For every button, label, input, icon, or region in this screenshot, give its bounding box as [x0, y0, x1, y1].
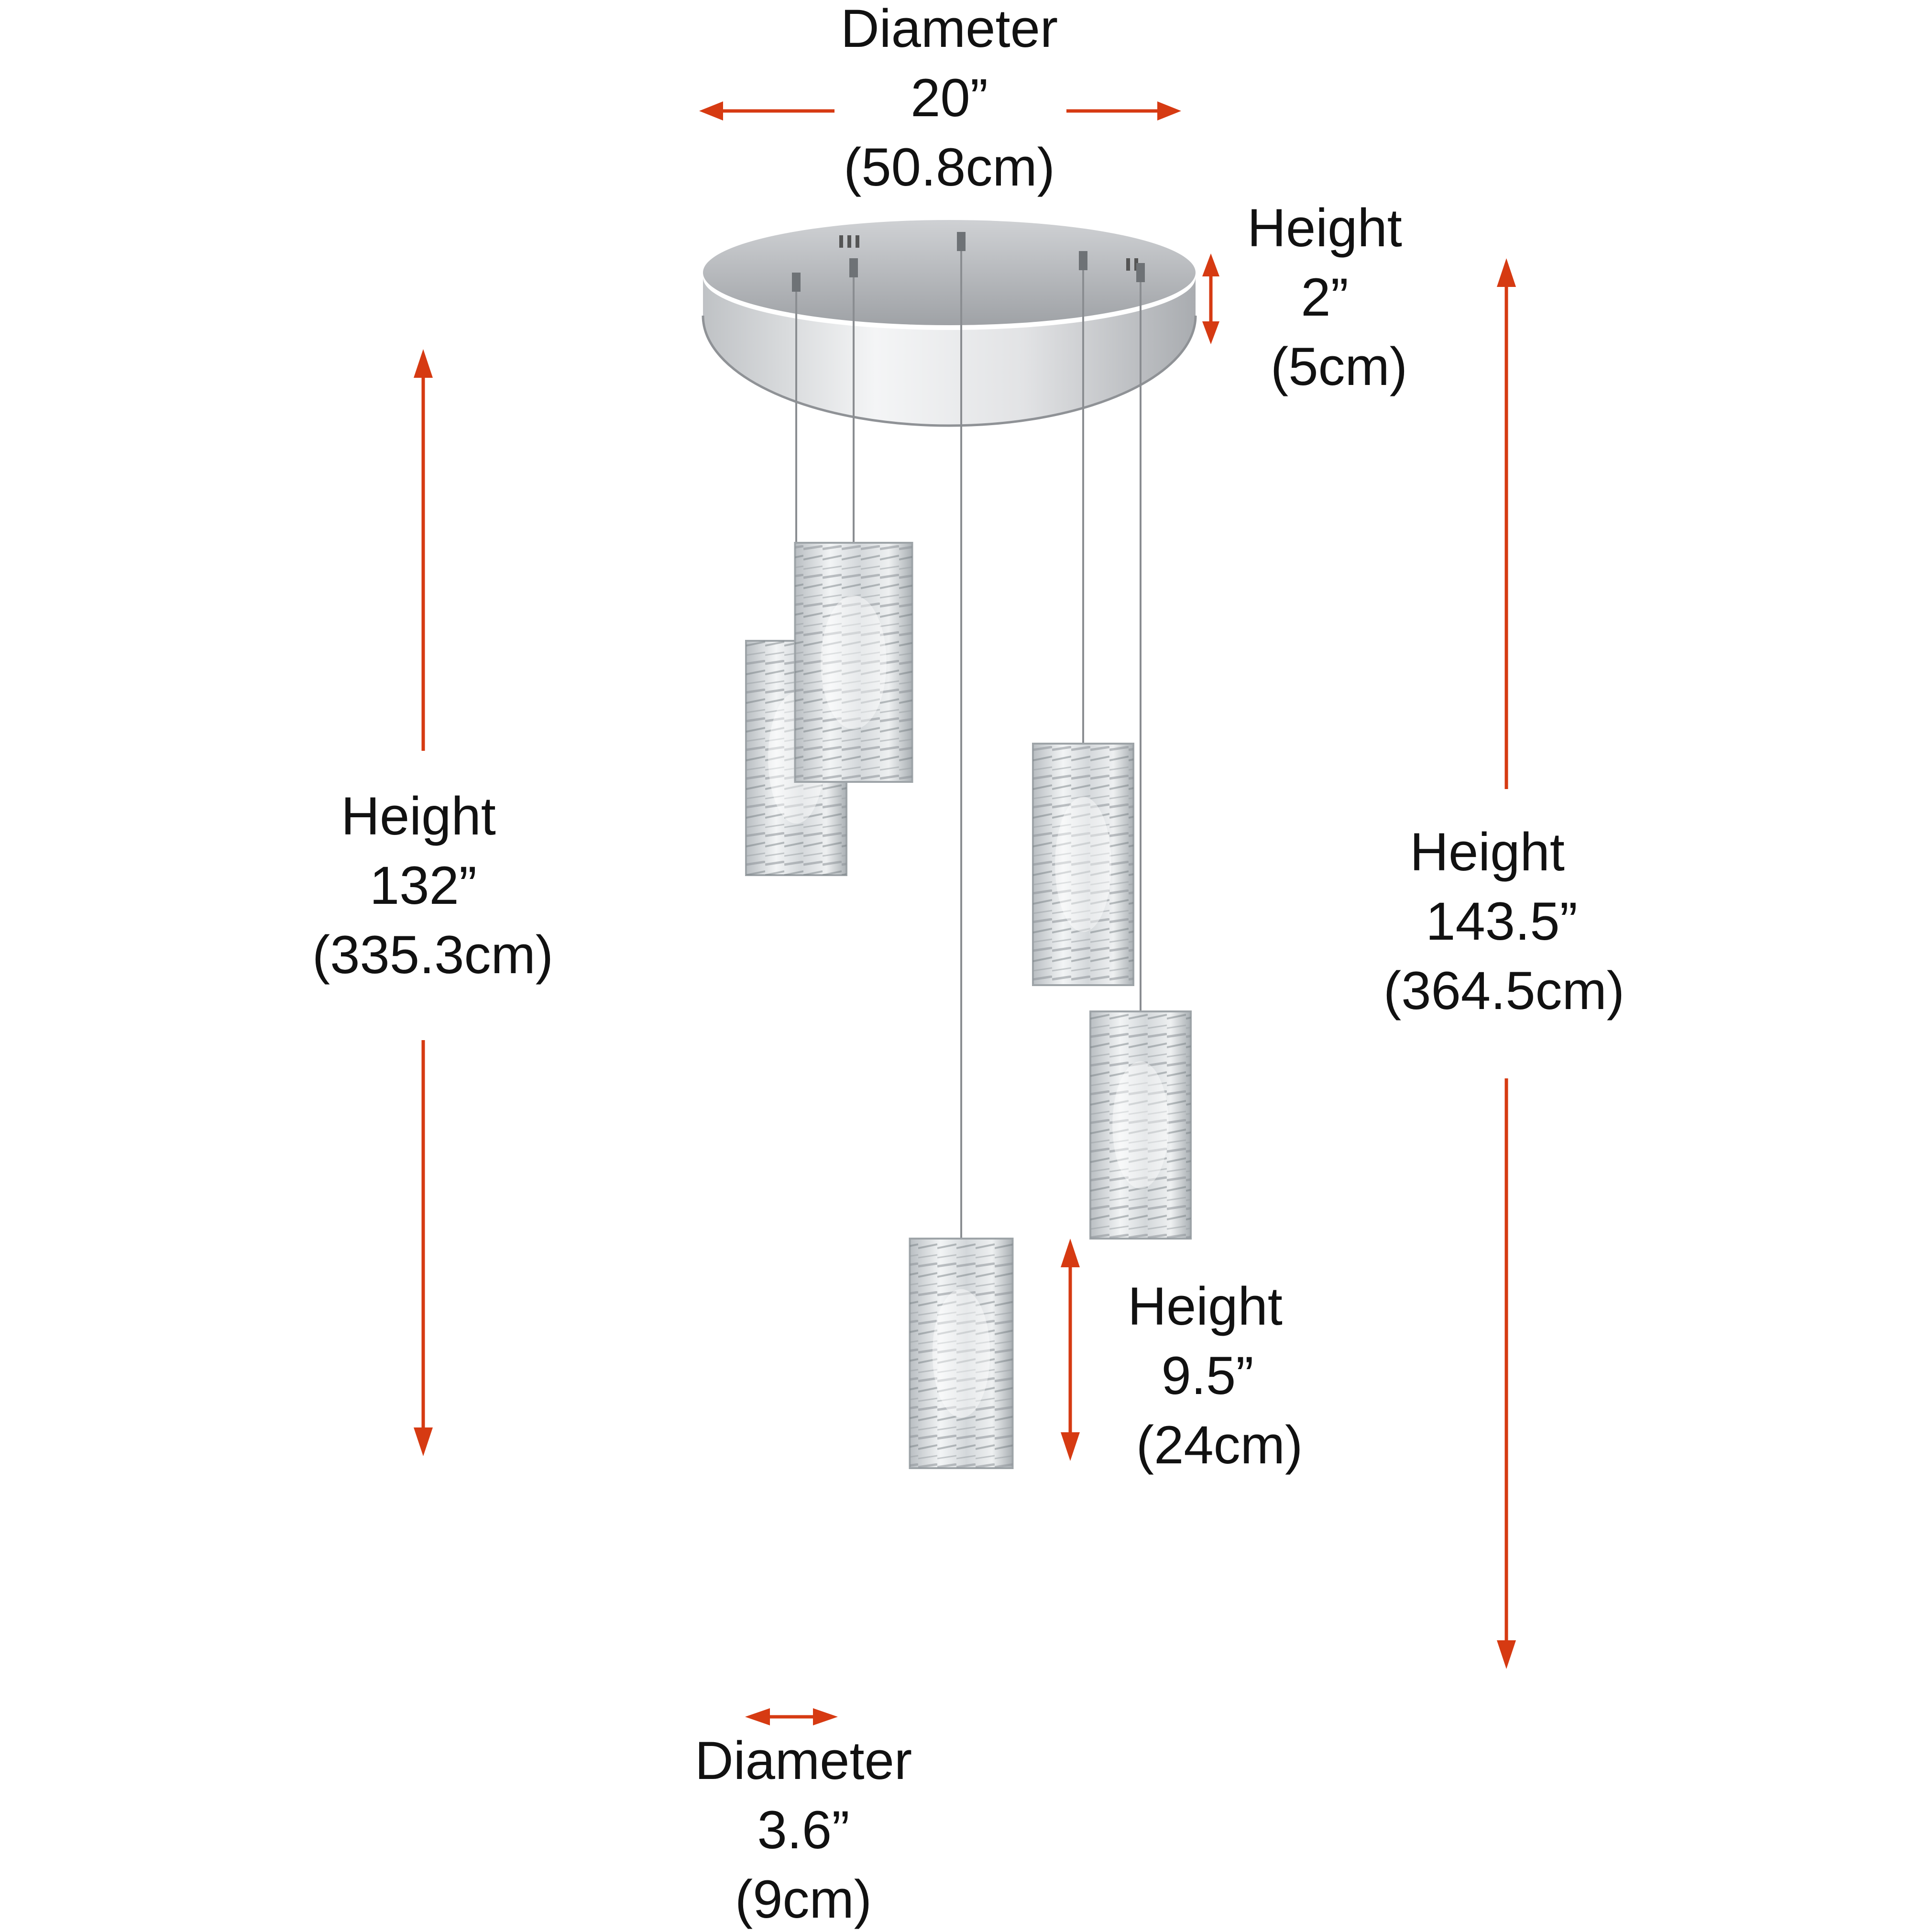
canopy-height-dimension: Height 2” (5cm)	[1202, 198, 1407, 396]
crystal-pendant-icon	[1089, 1010, 1192, 1240]
canopy-height-metric: (5cm)	[1271, 337, 1407, 396]
canopy-height-label: Height	[1247, 198, 1402, 258]
pendant-height-metric: (24cm)	[1136, 1415, 1303, 1475]
crystal-pendant-icon	[1032, 743, 1134, 986]
crystal-pendant-icon	[909, 1238, 1014, 1469]
cable-grip-icon	[957, 232, 966, 251]
pendant-height-label: Height	[1128, 1276, 1283, 1336]
drop-height-value: 132”	[370, 856, 477, 915]
canopy-diameter-label: Diameter	[841, 0, 1058, 58]
cable-grip-icon	[849, 258, 858, 277]
pendant-height-value: 9.5”	[1162, 1346, 1254, 1405]
arrowhead	[745, 1708, 770, 1725]
crystal-pendant-icon	[794, 542, 913, 783]
arrowhead	[813, 1708, 838, 1725]
arrowhead	[1497, 1640, 1516, 1669]
canopy-height-value: 2”	[1301, 267, 1349, 327]
canopy-diameter-value: 20”	[911, 68, 988, 128]
pendant-height-dimension: Height 9.5” (24cm)	[1061, 1239, 1303, 1475]
arrowhead	[414, 1427, 433, 1456]
canopy-icon	[702, 220, 1197, 427]
pendant-diameter-label: Diameter	[695, 1731, 912, 1790]
cable-grip-icon	[1136, 263, 1145, 282]
arrowhead	[1202, 253, 1219, 276]
canopy-diameter-dimension: Diameter 20” (50.8cm)	[699, 0, 1181, 197]
canopy-diameter-metric: (50.8cm)	[844, 137, 1055, 197]
overall-height-dimension: Height 143.5” (364.5cm)	[1383, 258, 1625, 1669]
overall-height-metric: (364.5cm)	[1383, 961, 1625, 1021]
pendant-diameter-dimension: Diameter 3.6” (9cm)	[695, 1708, 912, 1929]
arrowhead	[1061, 1239, 1080, 1267]
arrowhead	[1202, 321, 1219, 344]
overall-height-value: 143.5”	[1426, 891, 1578, 951]
drop-height-metric: (335.3cm)	[312, 925, 553, 985]
arrowhead	[1497, 258, 1516, 287]
arrowhead	[414, 349, 433, 378]
pendant-group	[745, 232, 1192, 1469]
cable-grip-icon	[792, 273, 801, 292]
pendant-diameter-value: 3.6”	[757, 1800, 850, 1860]
arrowhead	[1157, 101, 1181, 121]
pendant-diameter-metric: (9cm)	[735, 1869, 872, 1929]
cable-grip-icon	[1079, 251, 1087, 270]
arrowhead	[699, 101, 723, 121]
arrowhead	[1061, 1432, 1080, 1461]
overall-height-label: Height	[1410, 822, 1565, 882]
drop-height-dimension: Height 132” (335.3cm)	[312, 349, 553, 1456]
drop-height-label: Height	[341, 786, 496, 846]
